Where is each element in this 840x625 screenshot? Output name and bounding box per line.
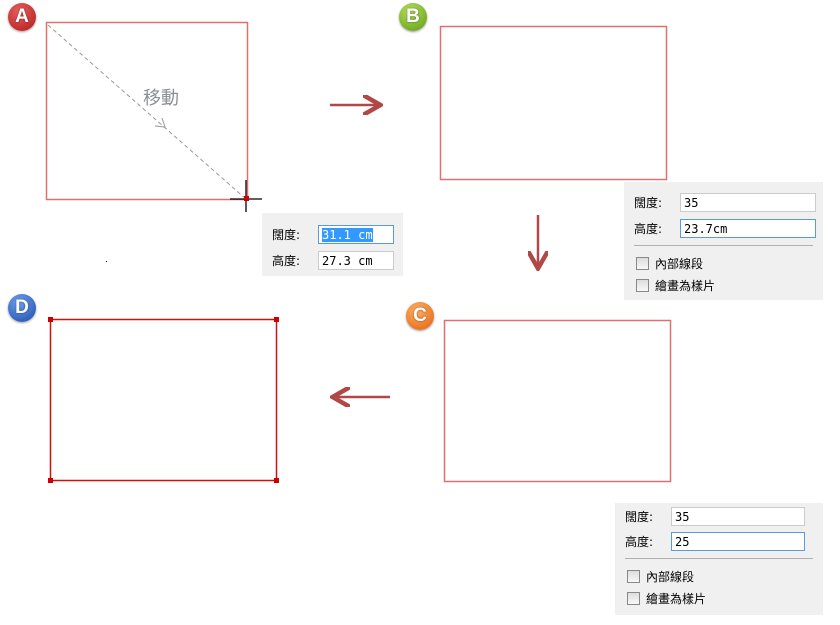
rectangle-b bbox=[439, 25, 668, 181]
dimension-panel-1: 闊度: 31.1 cm 高度: 27.3 cm bbox=[262, 213, 403, 276]
step-badge-a: A bbox=[8, 3, 36, 31]
width-label: 闊度: bbox=[272, 228, 301, 242]
separator bbox=[625, 558, 813, 559]
draw-as-sample-checkbox[interactable]: 繪畫為樣片 bbox=[627, 590, 706, 607]
grip-handle bbox=[244, 196, 249, 201]
move-label: 移動 bbox=[143, 88, 179, 109]
move-path bbox=[47, 24, 247, 200]
step-badge-b: B bbox=[399, 3, 427, 31]
rectangle-a bbox=[45, 21, 249, 201]
height-input[interactable]: 25 bbox=[671, 532, 805, 551]
height-label: 高度: bbox=[625, 535, 654, 549]
inner-segments-checkbox[interactable]: 內部線段 bbox=[627, 568, 694, 585]
point-dot bbox=[106, 261, 107, 262]
width-label: 闊度: bbox=[625, 510, 654, 524]
inner-segments-checkbox[interactable]: 內部線段 bbox=[636, 255, 703, 272]
rectangle-c bbox=[443, 319, 672, 483]
move-arrowhead bbox=[154, 117, 166, 128]
height-input[interactable]: 23.7cm bbox=[680, 219, 816, 238]
width-label: 闊度: bbox=[634, 196, 663, 210]
rectangle-d bbox=[49, 318, 278, 482]
width-input[interactable]: 35 bbox=[671, 507, 805, 526]
dimension-panel-2: 闊度: 35 高度: 23.7cm 內部線段 繪畫為樣片 bbox=[624, 182, 823, 300]
step-badge-d: D bbox=[8, 294, 36, 322]
width-input[interactable]: 31.1 cm bbox=[318, 225, 394, 244]
dimension-panel-3: 闊度: 35 高度: 25 內部線段 繪畫為樣片 bbox=[615, 503, 823, 615]
height-input[interactable]: 27.3 cm bbox=[318, 251, 394, 270]
step-badge-c: C bbox=[406, 302, 434, 330]
draw-as-sample-checkbox[interactable]: 繪畫為樣片 bbox=[636, 277, 715, 294]
height-label: 高度: bbox=[272, 254, 301, 268]
width-input[interactable]: 35 bbox=[680, 193, 816, 212]
separator bbox=[634, 245, 813, 246]
corner-grips bbox=[48, 317, 279, 483]
height-label: 高度: bbox=[634, 222, 663, 236]
